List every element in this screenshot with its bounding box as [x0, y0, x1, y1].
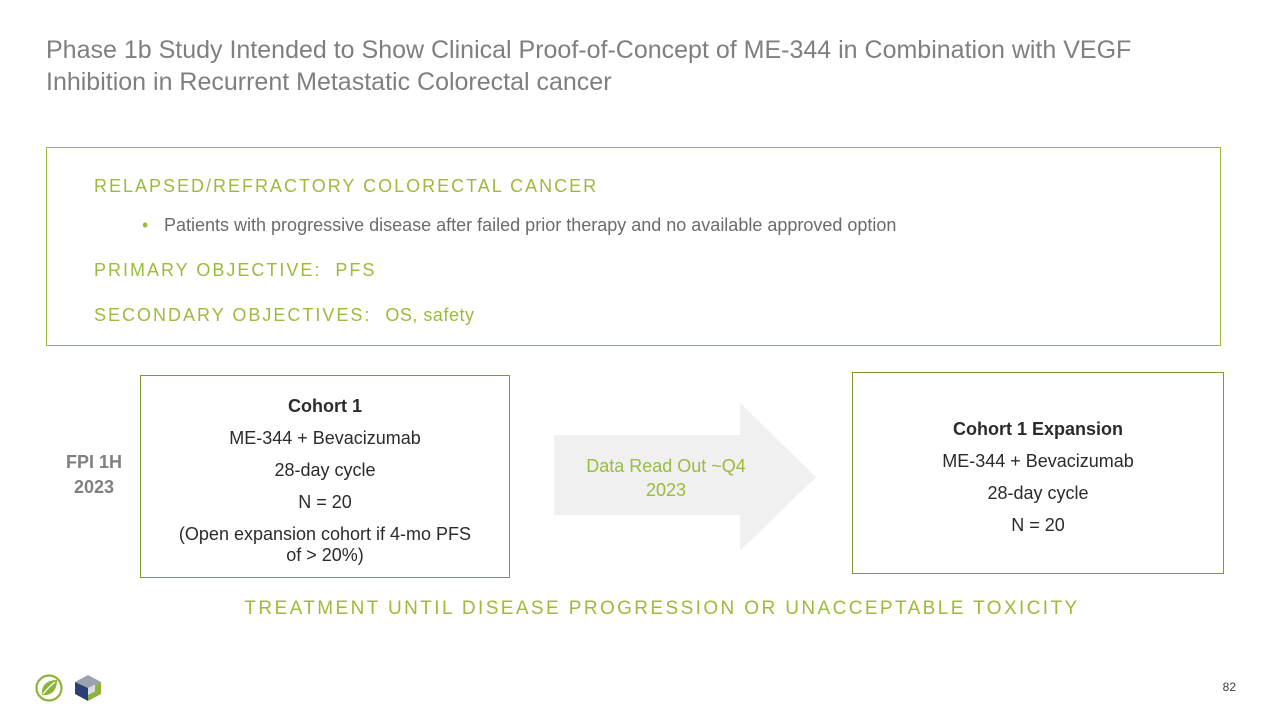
cohort-expansion-title: Cohort 1 Expansion — [952, 419, 1123, 439]
primary-objective-label: PRIMARY OBJECTIVE: — [94, 260, 322, 280]
secondary-objectives-value: OS, safety — [385, 305, 475, 325]
cohort-1-n: N = 20 — [298, 492, 352, 512]
right-arrow-icon — [554, 403, 816, 551]
leaf-logo-icon — [35, 674, 63, 702]
population-bullet: • Patients with progressive disease after… — [142, 215, 896, 236]
treatment-note-text: TREATMENT UNTIL DISEASE PROGRESSION OR U… — [244, 598, 1080, 619]
bullet-dot-icon: • — [142, 215, 149, 235]
cohort-1-box: Cohort 1 ME-344 + Bevacizumab 28-day cyc… — [140, 375, 510, 578]
study-criteria-box: RELAPSED/REFRACTORY COLORECTAL CANCER • P… — [46, 147, 1221, 346]
readout-line-1: Data Read Out ~Q4 — [586, 456, 746, 476]
fpi-line-2: 2023 — [73, 477, 115, 497]
fpi-line-1: FPI 1H — [65, 452, 122, 472]
cohort-1-note: (Open expansion cohort if 4-mo PFS of > … — [178, 524, 472, 565]
data-readout-label: Data Read Out ~Q4 2023 — [560, 454, 772, 502]
secondary-objectives: SECONDARY OBJECTIVES: OS, safety — [94, 305, 474, 326]
cohort-expansion-regimen: ME-344 + Bevacizumab — [942, 451, 1134, 471]
readout-line-2: 2023 — [645, 480, 687, 500]
population-heading: RELAPSED/REFRACTORY COLORECTAL CANCER — [94, 176, 599, 196]
population-bullet-text: Patients with progressive disease after … — [164, 215, 897, 235]
primary-objective: PRIMARY OBJECTIVE: PFS — [94, 260, 376, 281]
cohort-expansion-cycle: 28-day cycle — [987, 483, 1089, 503]
cohort-1-cycle: 28-day cycle — [274, 460, 376, 480]
page-number: 82 — [1222, 680, 1236, 694]
cohort-1-title: Cohort 1 — [288, 396, 362, 416]
cube-logo-icon — [75, 675, 101, 701]
cohort-1-regimen: ME-344 + Bevacizumab — [229, 428, 421, 448]
treatment-note: TREATMENT UNTIL DISEASE PROGRESSION OR U… — [0, 598, 1280, 620]
fpi-label: FPI 1H 2023 — [54, 450, 134, 500]
secondary-objectives-label: SECONDARY OBJECTIVES: — [94, 305, 372, 325]
cohort-expansion-box: Cohort 1 Expansion ME-344 + Bevacizumab … — [852, 372, 1224, 574]
slide-title: Phase 1b Study Intended to Show Clinical… — [46, 36, 1132, 96]
primary-objective-value: PFS — [335, 260, 377, 280]
cohort-expansion-n: N = 20 — [1011, 515, 1065, 535]
